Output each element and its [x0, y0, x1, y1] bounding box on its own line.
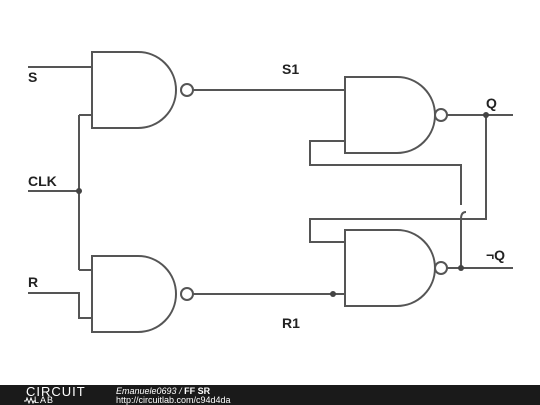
- wire-feedback-q: [309, 115, 487, 243]
- label-s: S: [28, 69, 37, 85]
- wire-feedback-not-q-top: [309, 140, 462, 205]
- label-r: R: [28, 274, 38, 290]
- footer-separator: /: [176, 386, 185, 396]
- nand-gate-r-bubble: [180, 287, 194, 301]
- wire-r-input: [28, 292, 92, 319]
- label-not-q: ¬Q: [486, 247, 505, 263]
- nand-gate-q-bubble: [434, 108, 448, 122]
- nand-gate-s-bubble: [180, 83, 194, 97]
- nand-gate-s: [91, 51, 177, 129]
- nand-gate-r: [91, 255, 177, 333]
- circuitlab-logo-subtext: LAB: [34, 395, 55, 405]
- author-link[interactable]: Emanuele0693: [116, 386, 177, 396]
- junction-not-q: [458, 265, 464, 271]
- nand-gate-not-q-bubble: [434, 261, 448, 275]
- label-r1: R1: [282, 315, 300, 331]
- footer-attribution: Emanuele0693 / FF SR: [116, 386, 210, 396]
- nand-gate-q: [344, 76, 436, 154]
- wire-feedback-not-q: [460, 211, 467, 268]
- circuitlab-logo-text: CIRCUIT: [26, 384, 86, 399]
- label-s1: S1: [282, 61, 299, 77]
- junction-q: [483, 112, 489, 118]
- circuit-url-link[interactable]: http://circuitlab.com/c94d4da: [116, 395, 231, 405]
- nand-gate-not-q: [344, 229, 436, 307]
- label-q: Q: [486, 95, 497, 111]
- circuit-title: FF SR: [184, 386, 211, 396]
- junction-r1: [330, 291, 336, 297]
- label-clk: CLK: [28, 173, 57, 189]
- footer-bar: CIRCUIT LAB Emanuele0693 / FF SR http://…: [0, 385, 540, 405]
- junction-clk: [76, 188, 82, 194]
- resistor-logo-icon: [24, 397, 36, 404]
